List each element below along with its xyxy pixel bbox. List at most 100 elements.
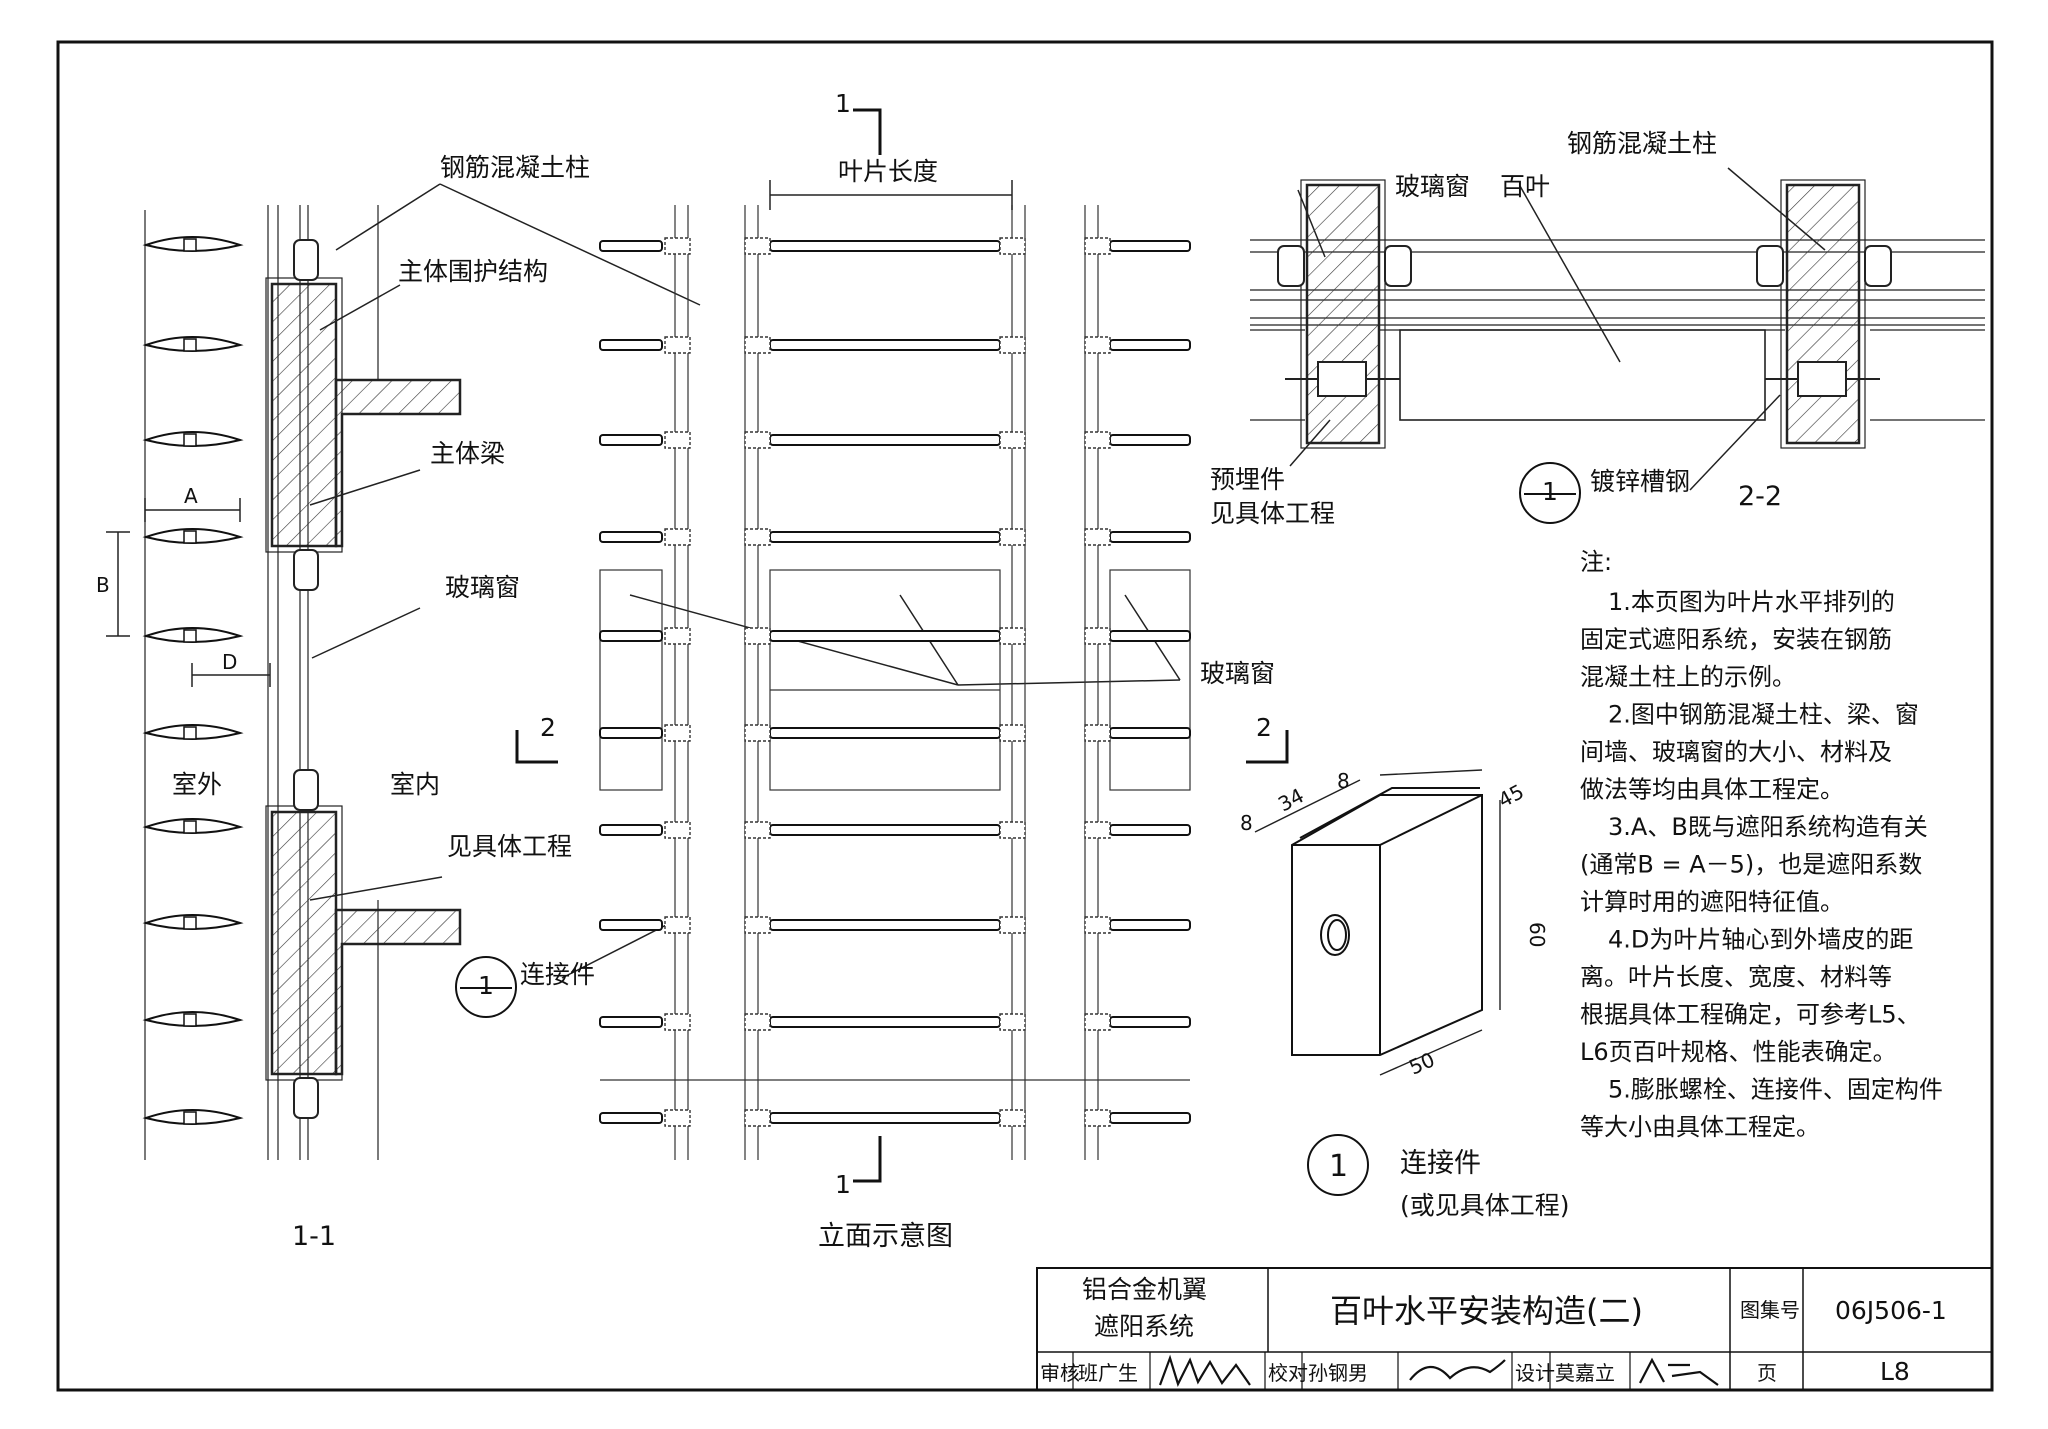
note-line: 计算时用的遮阳特征值。: [1580, 888, 1844, 916]
tb-checker: 孙钢男: [1308, 1361, 1368, 1385]
louver-blade-elevation: [599, 434, 663, 446]
louver-blade-elevation: [599, 727, 663, 739]
blade-bracket: [999, 627, 1026, 645]
note-line: 固定式遮阳系统，安装在钢筋: [1580, 626, 1892, 654]
louver-blade-elevation: [599, 339, 663, 351]
label-indoor: 室内: [390, 770, 440, 799]
blade-bracket: [664, 237, 691, 255]
blade-bracket: [999, 724, 1026, 742]
blade-bracket: [744, 821, 771, 839]
label-embedded-1: 预埋件: [1210, 465, 1285, 494]
section-1-1: [144, 205, 462, 1160]
tb-system-2: 遮阳系统: [1094, 1312, 1194, 1341]
note-line: 等大小由具体工程定。: [1580, 1113, 1820, 1141]
louver-blade-elevation: [599, 630, 663, 642]
title-block: [1036, 1267, 1993, 1391]
louver-blade-elevation: [769, 434, 1001, 446]
cut-marks: [515, 108, 1289, 1183]
blade-bracket: [999, 1109, 1026, 1127]
blade-length-dim: [769, 180, 1013, 210]
blade-bracket: [999, 528, 1026, 546]
label-blade-length: 叶片长度: [838, 157, 938, 186]
dim-60: 60: [1525, 922, 1549, 947]
detail-1-drawing: [1291, 787, 1483, 1056]
blade-axis-clip: [183, 433, 197, 447]
note-line: 3.A、B既与遮阳系统构造有关: [1608, 813, 1928, 841]
blade-bracket: [999, 916, 1026, 934]
label-channel: 镀锌槽钢: [1590, 467, 1690, 496]
dim-34: 34: [1274, 783, 1308, 816]
section-1-1-blades: [142, 236, 244, 1125]
note-line: L6页百叶规格、性能表确定。: [1580, 1038, 1897, 1066]
louver-blade-elevation: [599, 919, 663, 931]
blade-bracket: [744, 528, 771, 546]
dim-45: 45: [1494, 779, 1528, 812]
blade-bracket: [1084, 1013, 1111, 1031]
louver-blade-elevation: [769, 727, 1001, 739]
tb-drawing-title: 百叶水平安装构造(二): [1330, 1292, 1643, 1330]
blade-bracket: [999, 821, 1026, 839]
louver-blade-elevation: [1109, 531, 1191, 543]
blade-bracket: [999, 336, 1026, 354]
blade-bracket: [664, 627, 691, 645]
note-line: 混凝土柱上的示例。: [1580, 663, 1796, 691]
blade-axis-clip: [183, 530, 197, 544]
note-line: 4.D为叶片轴心到外墙皮的距: [1608, 926, 1913, 954]
dim-8-top: 8: [1337, 769, 1350, 793]
tb-designer: 莫嘉立: [1555, 1361, 1615, 1385]
tb-review-label: 审核: [1040, 1361, 1080, 1385]
tb-system-1: 铝合金机翼: [1082, 1275, 1207, 1304]
sheet-border: [56, 40, 1994, 1392]
blade-bracket: [664, 821, 691, 839]
blade-axis-clip: [183, 726, 197, 740]
blade-bracket: [744, 627, 771, 645]
louver-blade-elevation: [1109, 1016, 1191, 1028]
louver-blade-elevation: [769, 824, 1001, 836]
louver-blade-elevation: [1109, 727, 1191, 739]
notes-title: 注:: [1580, 548, 1612, 576]
detail-1-dims: [1254, 769, 1501, 1076]
detail-1-title: 连接件: [1400, 1148, 1481, 1179]
louver-blade-elevation: [1109, 824, 1191, 836]
blade-bracket: [1084, 627, 1111, 645]
louver-blade-elevation: [769, 531, 1001, 543]
louver-blade-elevation: [769, 919, 1001, 931]
note-line: 离。叶片长度、宽度、材料等: [1580, 963, 1892, 991]
signature-checker: [1409, 1359, 1506, 1381]
note-line: 5.膨胀螺栓、连接件、固定构件: [1608, 1076, 1943, 1104]
labels: 钢筋混凝土柱 主体围护结构 主体梁 玻璃窗 见具体工程 连接件 室外 室内 A …: [96, 89, 1782, 1252]
note-line: 1.本页图为叶片水平排列的: [1608, 588, 1895, 616]
louver-blade-elevation: [599, 240, 663, 252]
blade-bracket: [744, 916, 771, 934]
cut-label-top: 1: [835, 89, 851, 118]
dim-a: A: [184, 484, 198, 508]
blade-axis-clip: [183, 629, 197, 643]
louver-blade-elevation: [769, 240, 1001, 252]
blade-bracket: [1084, 336, 1111, 354]
blade-axis-clip: [183, 916, 197, 930]
blade-bracket: [664, 1109, 691, 1127]
notes-block: 注: 1.本页图为叶片水平排列的固定式遮阳系统，安装在钢筋混凝土柱上的示例。2.…: [1580, 548, 1943, 1141]
blade-axis-clip: [183, 1013, 197, 1027]
blade-bracket: [664, 1013, 691, 1031]
label-glass-2: 玻璃窗: [1395, 172, 1470, 201]
blade-bracket: [744, 724, 771, 742]
dim-d: D: [222, 650, 237, 674]
note-line: 根据具体工程确定，可参考L5、: [1580, 1001, 1921, 1029]
tb-design-label: 设计: [1515, 1361, 1555, 1385]
blade-bracket: [744, 1109, 771, 1127]
blade-bracket: [1084, 237, 1111, 255]
blade-bracket: [744, 431, 771, 449]
louver-blade-elevation: [769, 1016, 1001, 1028]
signature-designer: [1639, 1357, 1719, 1386]
tb-page-label: 页: [1757, 1361, 1777, 1385]
blade-axis-clip: [183, 820, 197, 834]
blade-bracket: [744, 1013, 771, 1031]
label-louver: 百叶: [1500, 172, 1550, 201]
label-envelope: 主体围护结构: [398, 257, 548, 286]
label-glass-1: 玻璃窗: [445, 573, 520, 602]
tb-atlas-label: 图集号: [1740, 1298, 1800, 1322]
cut-label-right: 2: [1256, 713, 1272, 742]
blade-bracket: [999, 431, 1026, 449]
blade-bracket: [664, 724, 691, 742]
